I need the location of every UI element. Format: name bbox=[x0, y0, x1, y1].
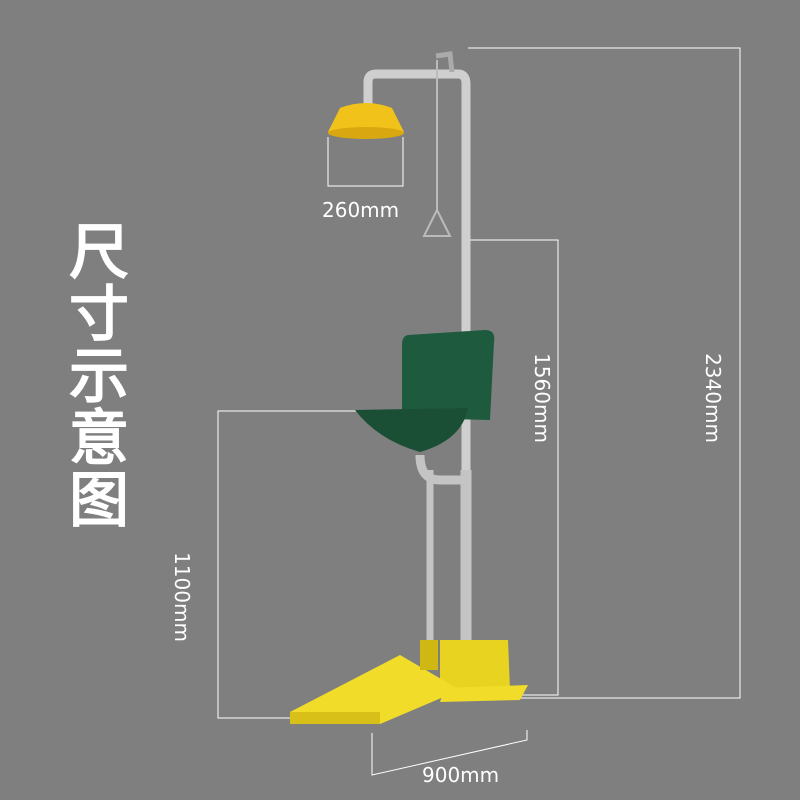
dim-line-260 bbox=[327, 137, 404, 187]
dim-line-900 bbox=[371, 730, 528, 776]
base-plate bbox=[440, 685, 528, 702]
title-char: 图 bbox=[69, 466, 129, 536]
eyewash-cover bbox=[402, 330, 495, 420]
foot-pedal bbox=[290, 655, 460, 724]
dim-label-260: 260mm bbox=[322, 198, 400, 222]
title-char: 尺 bbox=[69, 218, 129, 288]
page-title: 尺 寸 示 意 图 bbox=[64, 222, 134, 532]
title-char: 示 bbox=[69, 342, 129, 412]
shower-pipe bbox=[363, 69, 471, 470]
base-box bbox=[440, 640, 510, 690]
eyewash-bowl bbox=[355, 408, 468, 452]
title-char: 寸 bbox=[69, 280, 129, 350]
dim-label-1100: 1100mm bbox=[169, 552, 194, 642]
dim-line-1100 bbox=[217, 410, 358, 719]
dimension-lines bbox=[217, 47, 741, 776]
dim-label-2340: 2340mm bbox=[700, 353, 725, 443]
dim-label-1560: 1560mm bbox=[529, 353, 554, 443]
pull-rod bbox=[422, 60, 452, 237]
eyewash-station bbox=[290, 51, 528, 724]
dim-line-total-height bbox=[468, 47, 741, 699]
title-char: 意 bbox=[69, 404, 129, 474]
dim-label-900: 900mm bbox=[422, 763, 500, 787]
dim-line-1560 bbox=[466, 239, 559, 696]
